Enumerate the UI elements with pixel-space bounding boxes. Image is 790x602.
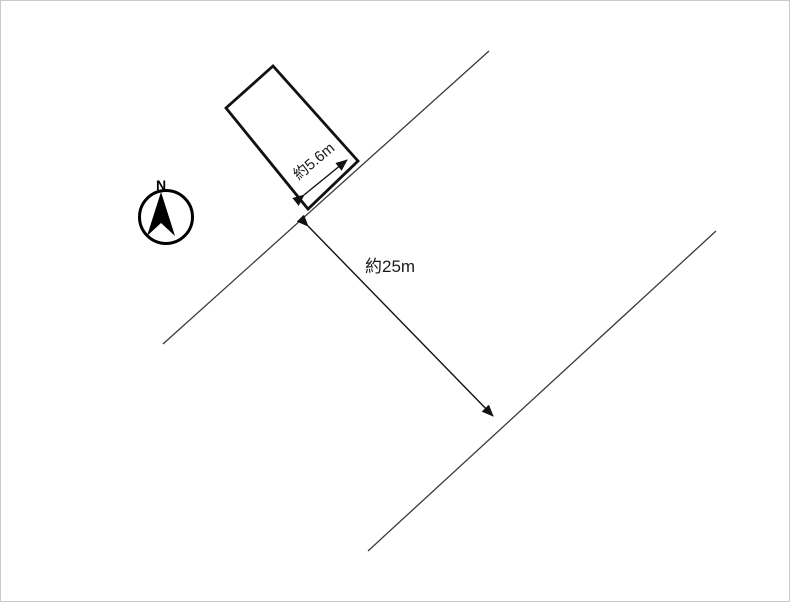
road-line-lower (367, 230, 717, 552)
plot-outline (224, 64, 360, 212)
compass-north-label: N (156, 177, 166, 193)
compass: N (138, 177, 194, 245)
north-arrow-icon (147, 192, 175, 236)
depth-dimension-label: 約25m (365, 257, 415, 276)
depth-dimension-arrow (296, 214, 494, 417)
road-line-upper (162, 50, 490, 345)
compass-circle-icon (138, 189, 194, 245)
frontage-dimension-arrow (292, 159, 348, 206)
